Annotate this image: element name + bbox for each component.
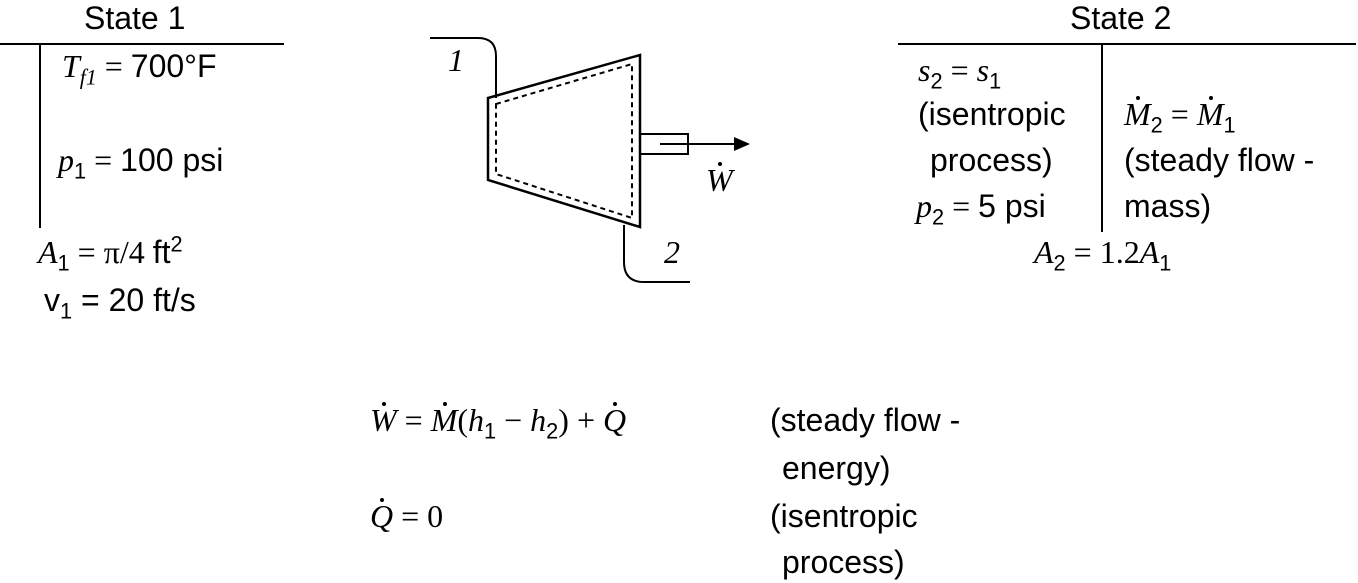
state1-pressure-symbol: p — [58, 142, 74, 178]
energy-heat-symbol: Q — [602, 402, 627, 438]
state2-heading: State 2 — [1070, 0, 1172, 36]
state1-velocity: v1 = 20 ft/s — [44, 282, 196, 322]
energy-h2-symbol: h — [530, 402, 547, 438]
outlet-label: 2 — [664, 234, 680, 270]
energy-paren-open: ( — [457, 402, 469, 438]
energy-note-line1: (steady flow - — [770, 402, 961, 438]
state1-area-equals: = π/4 — [69, 234, 153, 270]
state1-area-exponent: 2 — [170, 231, 183, 257]
state2-entropy-rhs: s — [976, 52, 990, 88]
state1-area-subscript: 1 — [57, 250, 70, 276]
state1-temp-subscript: f1 — [79, 65, 97, 90]
turbine-body — [486, 53, 642, 229]
state2-entropy-equals: = — [942, 52, 977, 88]
state2-pressure: p2 = 5 psi — [916, 188, 1046, 228]
state2-area-symbol: A — [1034, 234, 1054, 270]
state1-area-symbol: A — [38, 234, 58, 270]
state1-heading: State 1 — [84, 0, 186, 36]
state2-entropy: s2 = s1 — [918, 52, 1001, 92]
state1-temperature: Tf1 = 700°F — [62, 48, 217, 88]
state2-entropy-rhs-subscript: 1 — [989, 68, 1002, 94]
state2-mass-rhs: M — [1196, 96, 1224, 132]
heat-equals: = 0 — [393, 498, 444, 534]
state2-mass-note-line1: (steady flow - — [1124, 142, 1315, 178]
state1-area-unit: ft — [152, 234, 171, 270]
state2-pressure-equals: = — [944, 188, 979, 224]
state1-velocity-symbol: v — [44, 282, 60, 318]
work-label: W — [706, 164, 733, 196]
energy-minus: − — [496, 402, 531, 438]
state2-mass-note-line2: mass) — [1124, 188, 1212, 224]
state2-entropy-note-line2: process) — [930, 142, 1053, 178]
state1-temp-equals: = — [96, 48, 131, 84]
state2-area-rhs: A — [1139, 234, 1160, 270]
state1-temp-symbol: T — [62, 48, 80, 84]
energy-equation: W = M(h1 − h2) + Q — [370, 402, 627, 442]
state2-area-rhs-subscript: 1 — [1159, 250, 1172, 276]
state2-mass-equals: = — [1162, 96, 1197, 132]
state1-velocity-value: 20 ft/s — [108, 282, 196, 318]
state2-pressure-subscript: 2 — [932, 204, 945, 230]
inlet-pipe — [430, 37, 497, 98]
work-symbol: W — [706, 162, 733, 198]
energy-equals: = — [396, 402, 431, 438]
heat-note-line2: process) — [782, 544, 905, 580]
energy-h1-symbol: h — [468, 402, 485, 438]
heat-note-line1: (isentropic — [770, 498, 918, 534]
energy-note-line2: energy) — [782, 450, 891, 486]
state2-area-subscript: 2 — [1053, 250, 1066, 276]
state2-entropy-lhs-subscript: 2 — [930, 68, 943, 94]
energy-h1-subscript: 1 — [484, 418, 497, 444]
state1-pressure-value: 100 psi — [120, 142, 224, 178]
state2-area-equals: = 1.2 — [1065, 234, 1140, 270]
state1-temp-value: 700°F — [130, 48, 217, 84]
inlet-label: 1 — [448, 42, 464, 78]
state1-pressure-equals: = — [86, 142, 121, 178]
outlet-pipe — [623, 225, 690, 283]
state2-entropy-lhs: s — [918, 52, 931, 88]
state2-pressure-value: 5 psi — [978, 188, 1046, 224]
energy-work-symbol: W — [370, 402, 397, 438]
energy-mass-symbol: M — [430, 402, 458, 438]
state1-pressure-subscript: 1 — [74, 158, 87, 184]
heat-symbol: Q — [370, 498, 394, 534]
state1-area: A1 = π/4 ft2 — [38, 233, 183, 274]
state2-mass: M2 = M1 — [1124, 96, 1236, 136]
state1-velocity-subscript: 1 — [60, 298, 73, 324]
control-volume-boundary — [495, 62, 633, 220]
state2-entropy-note-line1: (isentropic — [918, 96, 1066, 132]
state2-mass-rhs-subscript: 1 — [1223, 112, 1236, 138]
state2-area: A2 = 1.2A1 — [1034, 234, 1171, 274]
work-arrow-head — [734, 137, 750, 151]
heat-equation: Q = 0 — [370, 500, 443, 532]
energy-paren-close: ) + — [558, 402, 603, 438]
state2-pressure-symbol: p — [916, 188, 932, 224]
state2-mass-lhs: M — [1124, 96, 1151, 132]
state1-pressure: p1 = 100 psi — [58, 142, 224, 182]
state2-mass-lhs-subscript: 2 — [1150, 112, 1163, 138]
state1-velocity-equals: = — [72, 282, 109, 318]
energy-h2-subscript: 2 — [546, 418, 559, 444]
